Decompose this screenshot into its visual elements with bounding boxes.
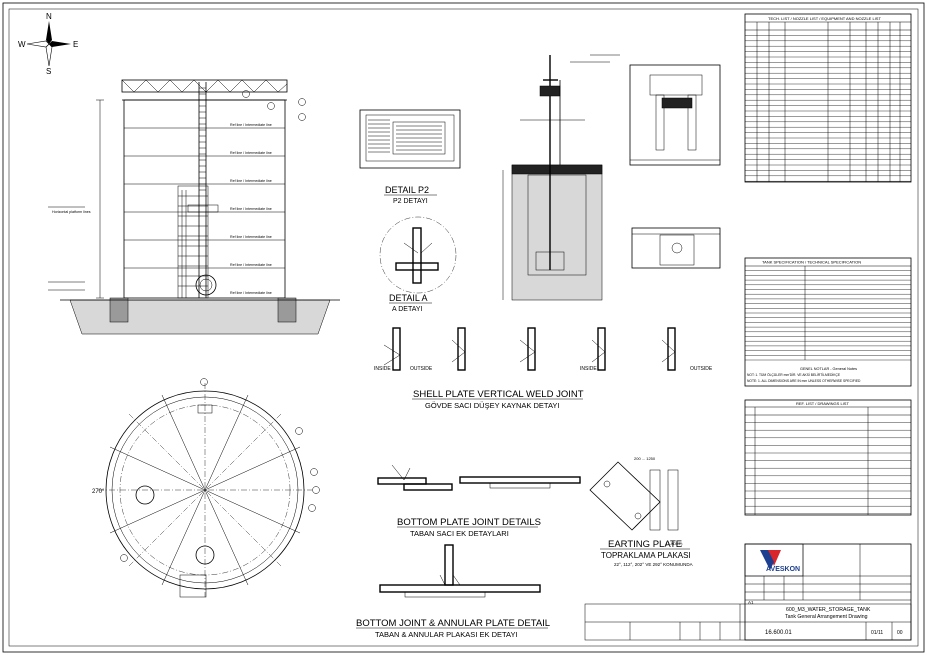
bottom-joint-subtitle: TABAN SACI EK DETAYLARI xyxy=(410,529,509,538)
level-note: Ref line / Intermediate line xyxy=(230,235,272,239)
annular-plate-detail: BOTTOM JOINT & ANNULAR PLATE DETAIL TABA… xyxy=(356,544,550,639)
spec-table-title: TANK SPECIFICATION / TECHNICAL SPECIFICA… xyxy=(762,260,861,265)
nozzle-table-title: TECH. LIST / NOZZLE LIST / EQUIPMENT AND… xyxy=(768,16,881,21)
outside-label: OUTSIDE xyxy=(690,366,713,372)
detail-a-subtitle: A DETAYI xyxy=(392,306,423,313)
earthing-subtitle: TOPRAKLAMA PLAKASI xyxy=(601,551,691,560)
drawing-list-title: REF. LIST / DRAWINGS LIST xyxy=(796,401,849,406)
earthing-plate-detail: 200 ... 1250 EARTING PLATE (1 ADET) TOPR… xyxy=(589,456,693,567)
tank-plan-view: 270° xyxy=(92,378,320,598)
detail-a-title: DETAIL A xyxy=(389,293,428,303)
nozzle-table: TECH. LIST / NOZZLE LIST / EQUIPMENT AND… xyxy=(744,13,912,183)
level-note: Ref line / Intermediate line xyxy=(230,291,272,295)
detail-p2: DETAIL P2 P2 DETAYI xyxy=(359,109,461,205)
platform-note: Horizontal platform lines xyxy=(52,210,91,214)
shell-weld-joint-details: INSIDE OUTSIDE INSIDE OUTSIDE SHELL PLAT… xyxy=(374,327,713,410)
compass-w: W xyxy=(18,40,26,49)
compass-n: N xyxy=(46,12,52,21)
inside-label: INSIDE xyxy=(580,366,597,372)
sheet-number: 01/11 xyxy=(871,630,883,636)
scale-label: A1 xyxy=(748,600,754,605)
compass-s: S xyxy=(46,67,51,76)
compass: N S E W xyxy=(18,12,78,76)
note-1: NOT: 1. TÜM ÖLÇÜLER mm'DİR. VE AKSİ BELİ… xyxy=(747,372,841,377)
title-block: AVESKON A1 600_M3_WATER_STORAGE_TANK Tan… xyxy=(584,543,912,641)
company-logo-text: AVESKON xyxy=(766,566,800,573)
tank-shell xyxy=(123,99,286,299)
detail-p2-subtitle: P2 DETAYI xyxy=(393,198,428,205)
annular-subtitle: TABAN & ANNULAR PLAKASI EK DETAYI xyxy=(375,630,518,639)
general-notes: GENEL NOTLAR - General Notes xyxy=(800,367,857,371)
anchor-bolt-section xyxy=(502,54,620,301)
detail-a: DETAIL A A DETAYI xyxy=(379,216,457,313)
plan-angle-270: 270° xyxy=(92,489,105,495)
level-note: Ref line / Intermediate line xyxy=(230,123,272,127)
logo-mark xyxy=(767,550,781,566)
annular-title: BOTTOM JOINT & ANNULAR PLATE DETAIL xyxy=(356,618,550,629)
compass-e: E xyxy=(73,40,78,49)
drawing-number: 16.600.01 xyxy=(765,630,792,636)
revision: 00 xyxy=(897,630,903,636)
inside-label: INSIDE xyxy=(374,366,391,372)
note-2: NOTE: 1. ALL DIMENSIONS ARE IN mm UNLESS… xyxy=(747,379,861,383)
level-note: Ref line / Intermediate line xyxy=(230,179,272,183)
level-note: Ref line / Intermediate line xyxy=(230,151,272,155)
outside-label: OUTSIDE xyxy=(410,366,433,372)
shell-joint-title: SHELL PLATE VERTICAL WELD JOINT xyxy=(413,389,584,400)
level-note: Ref line / Intermediate line xyxy=(230,263,272,267)
inner-border xyxy=(8,8,919,647)
drawing-title: Tank General Arrangement Drawing xyxy=(785,614,868,620)
specification-table: TANK SPECIFICATION / TECHNICAL SPECIFICA… xyxy=(744,257,912,387)
anchor-chair-plan xyxy=(629,64,721,166)
earthing-tag: (1 ADET) xyxy=(666,541,683,546)
drawings-list-table: REF. LIST / DRAWINGS LIST xyxy=(744,399,912,516)
shell-joint-subtitle: GÖVDE SACI DÜŞEY KAYNAK DETAYI xyxy=(425,401,559,410)
detail-p2-title: DETAIL P2 xyxy=(385,185,429,195)
project-name: 600_M3_WATER_STORAGE_TANK xyxy=(786,607,871,613)
earthing-dim: 200 ... 1250 xyxy=(634,456,656,461)
earthing-title: EARTING PLATE xyxy=(608,539,682,550)
earthing-note: 22°, 112°, 202° VE 292° KONUMUNDA xyxy=(614,562,693,567)
anchor-chair-section xyxy=(631,227,721,269)
bottom-joint-title: BOTTOM PLATE JOINT DETAILS xyxy=(397,517,541,528)
tank-front-elevation: Ref line / Intermediate line Ref line / … xyxy=(48,79,340,335)
level-note: Ref line / Intermediate line xyxy=(230,207,272,211)
bottom-plate-joint-details: BOTTOM PLATE JOINT DETAILS TABAN SACI EK… xyxy=(377,464,581,538)
